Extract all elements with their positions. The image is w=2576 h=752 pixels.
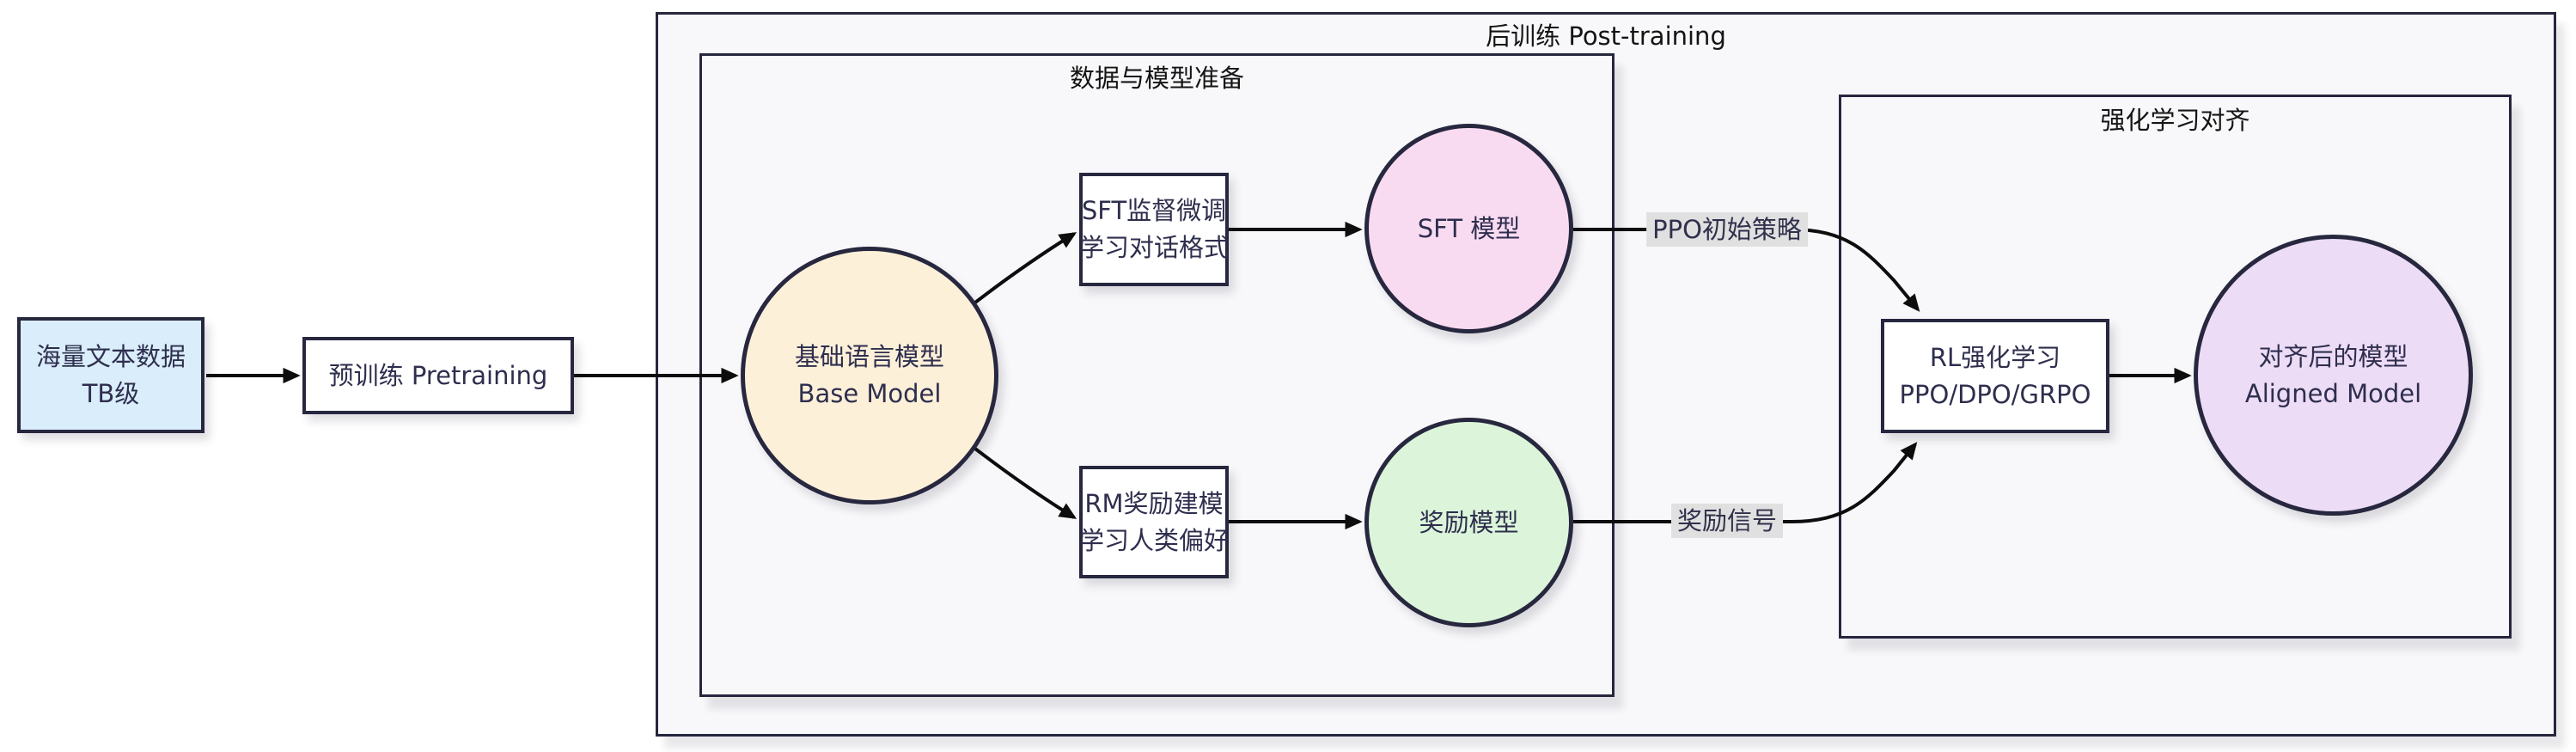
node-sft-finetuning-line1: SFT监督微调: [1081, 196, 1227, 225]
node-rl-training: RL强化学习 PPO/DPO/GRPO: [1881, 319, 2109, 433]
node-aligned-model-line2: Aligned Model: [2244, 378, 2422, 408]
edge-label-ppo-policy: PPO初始策略: [1646, 212, 1808, 247]
node-datasource-line2: TB级: [82, 378, 140, 408]
node-reward-model: 奖励模型: [1364, 418, 1573, 627]
node-reward-model-label: 奖励模型: [1419, 507, 1519, 537]
node-sft-finetuning-line2: 学习对话格式: [1079, 233, 1230, 262]
node-reward-modeling: RM奖励建模 学习人类偏好: [1079, 466, 1229, 578]
container-title-data-prep: 数据与模型准备: [1069, 64, 1244, 93]
node-sft-model: SFT 模型: [1364, 124, 1573, 333]
node-datasource: 海量文本数据 TB级: [17, 317, 204, 433]
node-datasource-line1: 海量文本数据: [35, 341, 186, 371]
node-aligned-model: 对齐后的模型 Aligned Model: [2194, 235, 2473, 516]
node-base-model: 基础语言模型 Base Model: [741, 247, 998, 504]
node-base-model-line2: Base Model: [797, 379, 942, 408]
node-sft-model-label: SFT 模型: [1417, 213, 1521, 243]
edge-label-reward-signal: 奖励信号: [1670, 504, 1784, 538]
node-base-model-line1: 基础语言模型: [794, 342, 944, 371]
node-rl-training-line1: RL强化学习: [1929, 342, 2061, 372]
container-title-post-training: 后训练 Post-training: [1486, 21, 1726, 51]
node-reward-modeling-line1: RM奖励建模: [1084, 488, 1224, 518]
node-sft-finetuning: SFT监督微调 学习对话格式: [1079, 173, 1229, 286]
node-reward-modeling-line2: 学习人类偏好: [1079, 525, 1230, 555]
node-pretraining: 预训练 Pretraining: [302, 337, 574, 414]
container-title-rl-align: 强化学习对齐: [2100, 106, 2250, 135]
node-pretraining-label: 预训练 Pretraining: [328, 360, 548, 390]
node-rl-training-line2: PPO/DPO/GRPO: [1899, 379, 2091, 409]
node-aligned-model-line1: 对齐后的模型: [2258, 341, 2408, 371]
